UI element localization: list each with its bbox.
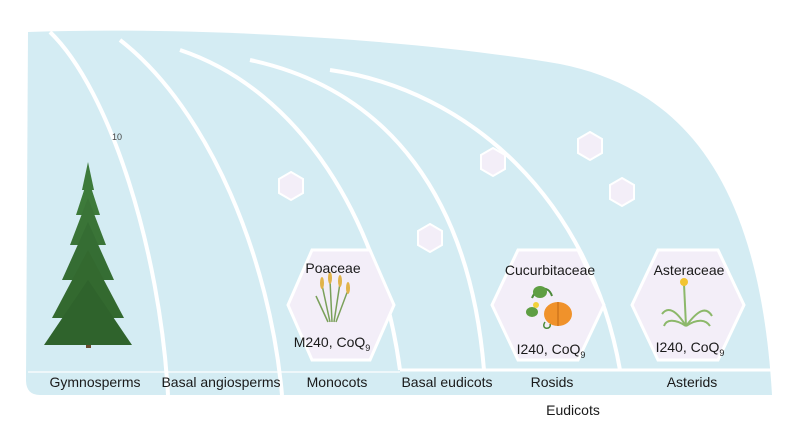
small-hexagons bbox=[278, 130, 635, 254]
clade-label-asterids: Asterids bbox=[666, 374, 718, 390]
small-hexagon bbox=[417, 222, 443, 254]
poaceae-hexagon bbox=[286, 248, 396, 362]
pumpkin-icon bbox=[526, 286, 572, 329]
small-hexagon bbox=[480, 146, 506, 178]
grass-plant-icon bbox=[315, 272, 350, 323]
group-label-eudicots: Eudicots bbox=[546, 402, 600, 418]
arc-divider-1 bbox=[48, 30, 170, 396]
small-hexagon bbox=[577, 130, 603, 162]
cucurbitaceae-hexagon bbox=[490, 248, 606, 362]
arc-divider-2 bbox=[118, 38, 284, 396]
dandelion-icon bbox=[661, 278, 713, 327]
clade-label-monocots: Monocots bbox=[306, 374, 368, 390]
pine-tree-icon bbox=[44, 162, 132, 348]
family-value-asteraceae: I240, CoQ9 bbox=[655, 339, 725, 358]
small-hexagon bbox=[278, 170, 304, 202]
family-value-poaceae: M240, CoQ9 bbox=[293, 334, 371, 353]
small-marker-text: 10 bbox=[112, 132, 123, 142]
family-name-asteraceae: Asteraceae bbox=[653, 262, 725, 278]
clade-label-basal-angiosperms: Basal angiosperms bbox=[161, 374, 281, 390]
family-name-cucurbitaceae: Cucurbitaceae bbox=[504, 262, 596, 278]
clade-label-basal-eudicots: Basal eudicots bbox=[401, 374, 493, 390]
small-hexagon bbox=[609, 176, 635, 208]
clade-label-rosids: Rosids bbox=[530, 374, 574, 390]
family-value-cucurbitaceae: I240, CoQ9 bbox=[516, 341, 586, 360]
asteraceae-hexagon bbox=[630, 248, 746, 362]
family-name-poaceae: Poaceae bbox=[305, 260, 361, 276]
clade-label-gymnosperms: Gymnosperms bbox=[49, 374, 141, 390]
arc-divider-4 bbox=[249, 58, 486, 371]
